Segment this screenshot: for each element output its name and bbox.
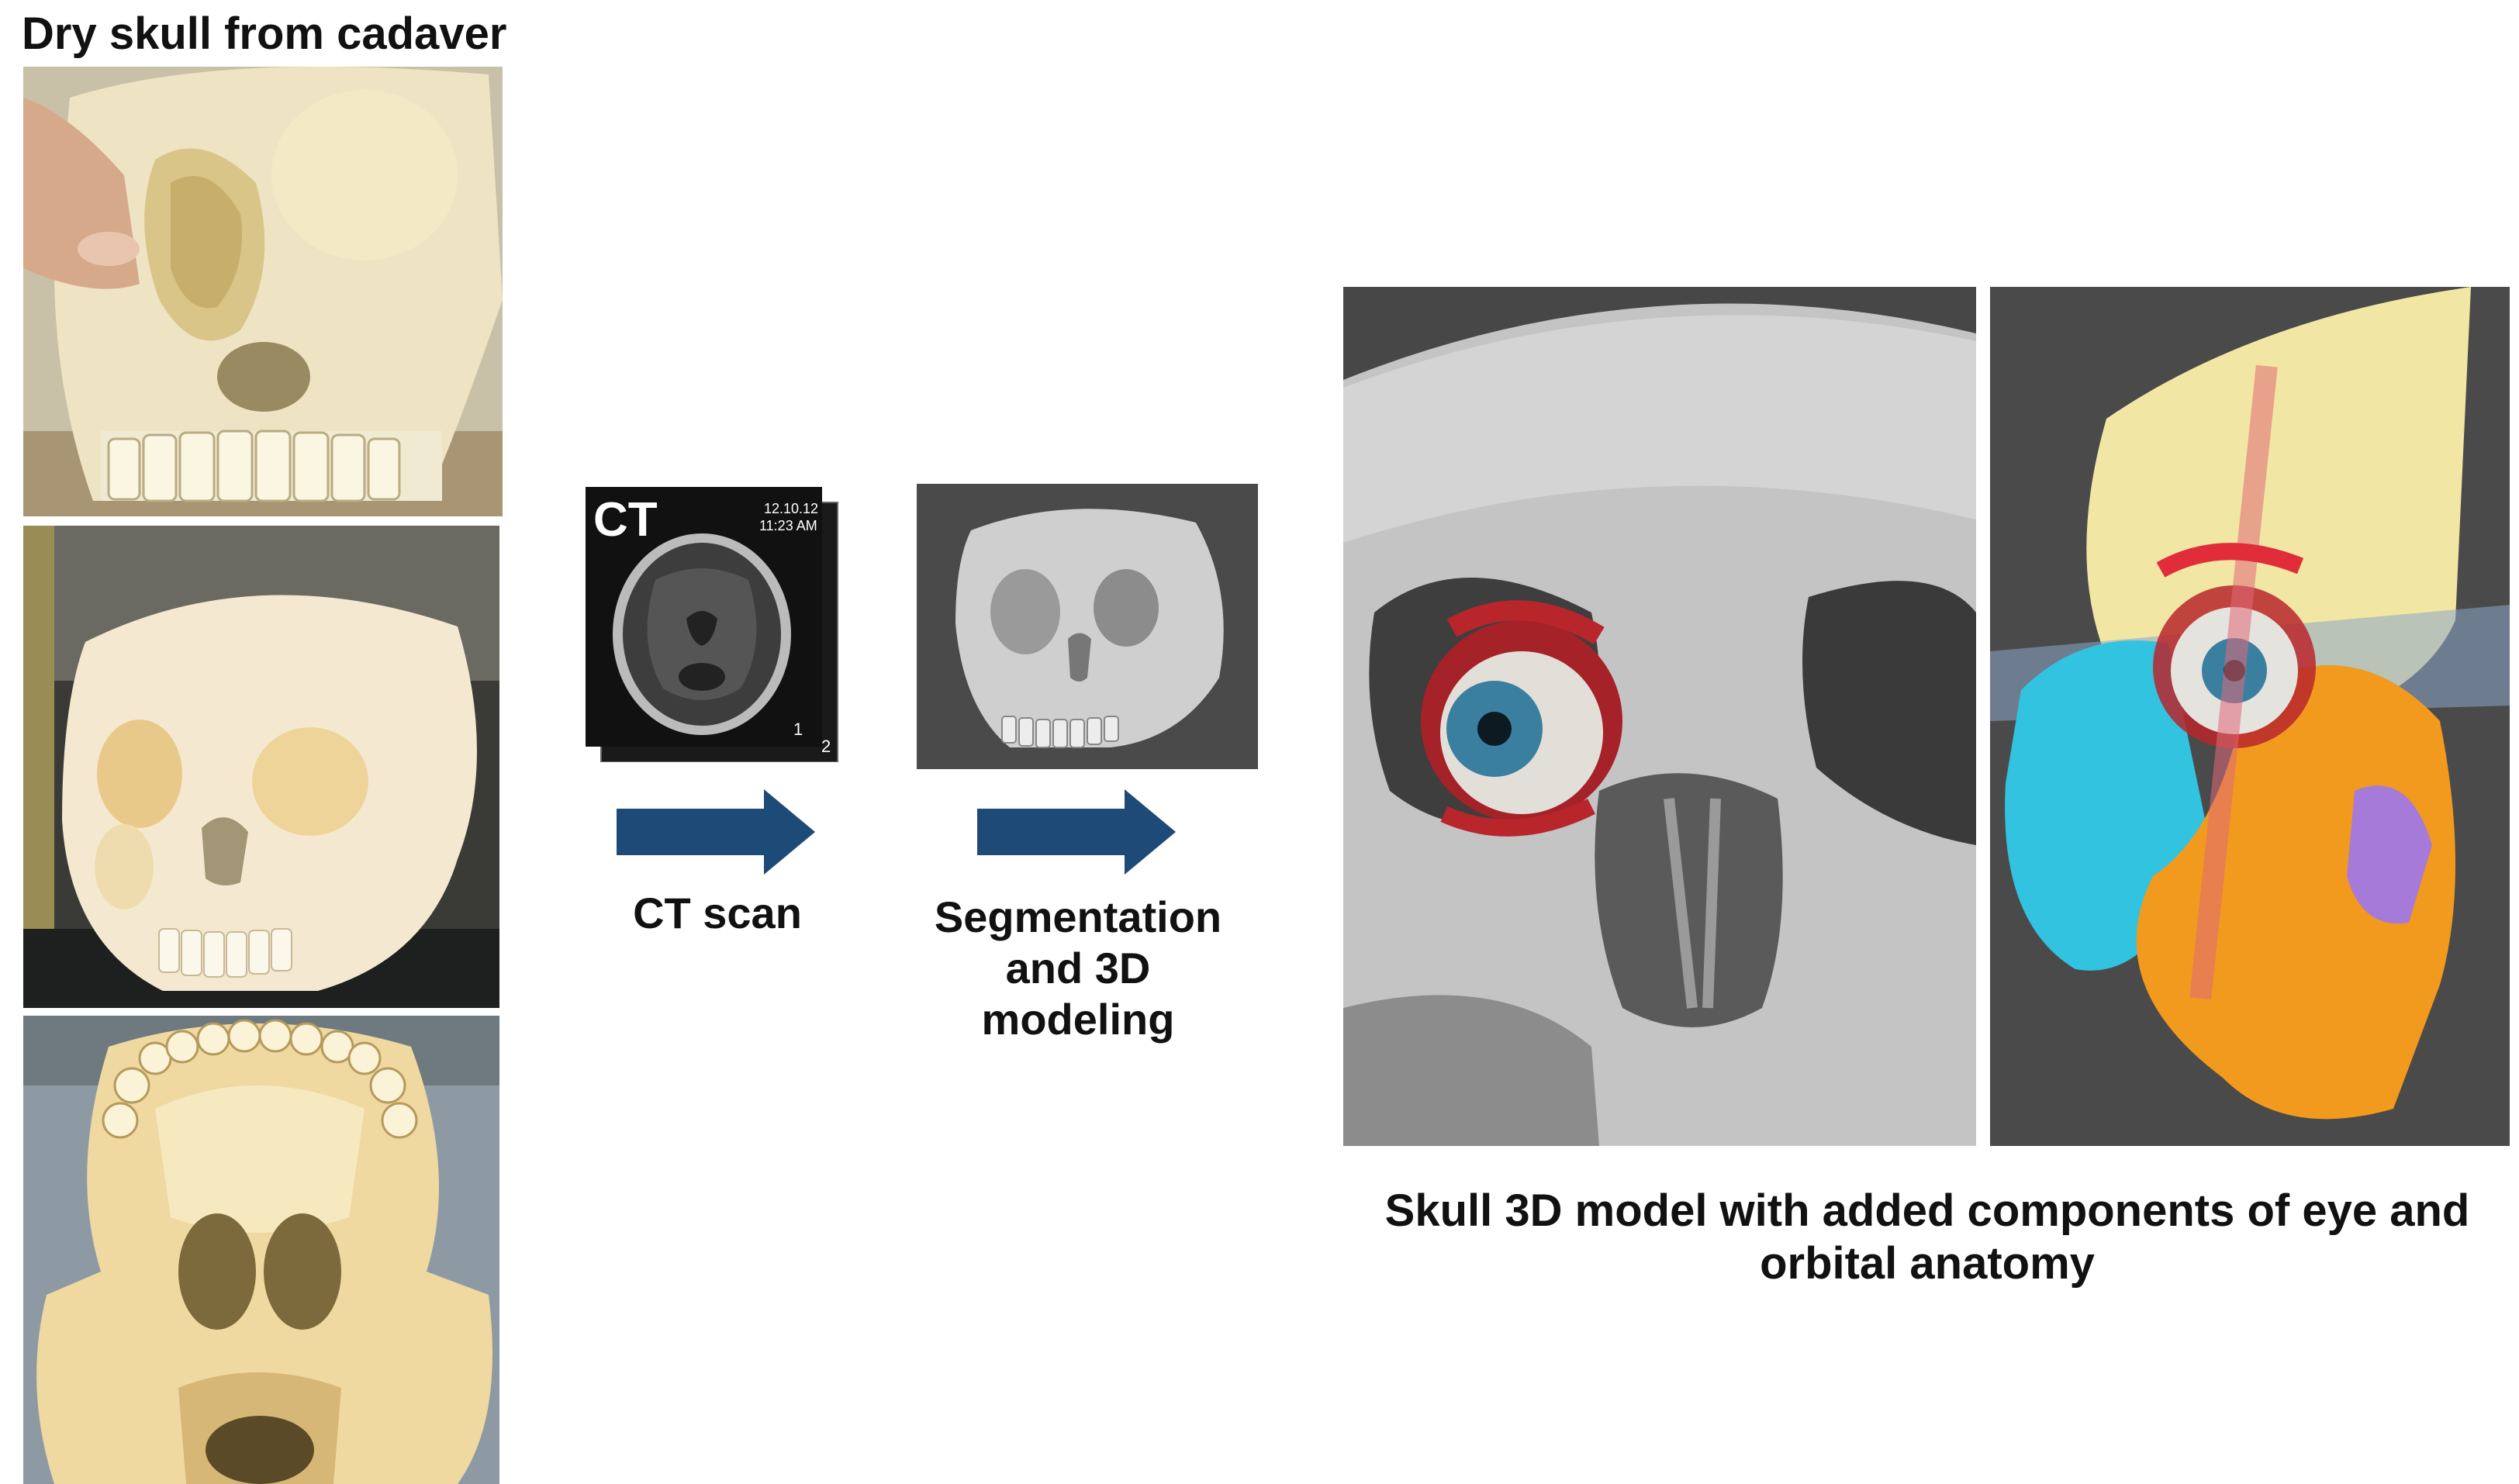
result-caption-line-2: orbital anatomy [1760, 1238, 2095, 1289]
ct-time: 11:23 AM [759, 518, 817, 533]
skull-photo-front [23, 526, 499, 1008]
ct-page-1: 1 [793, 720, 803, 739]
skull-3d-model-image [1343, 287, 1976, 1146]
segmented-skull-image [917, 484, 1258, 769]
step-segmentation-line-3: modeling [981, 995, 1175, 1044]
ct-date: 12.10.12 [764, 501, 819, 516]
step-segmentation-label: Segmentation and 3D modeling [892, 892, 1264, 1045]
arrow-right-icon [977, 789, 1176, 875]
result-caption: Skull 3D model with added components of … [1334, 1185, 2519, 1291]
skull-photo-oblique [23, 67, 503, 516]
column-title: Dry skull from cadaver [22, 9, 507, 59]
orbital-segments-image [1990, 287, 2510, 1146]
ct-scan-image [586, 487, 838, 763]
arrow-right-icon [617, 789, 815, 875]
step-segmentation-line-2: and 3D [1005, 944, 1151, 993]
result-caption-line-1: Skull 3D model with added components of … [1384, 1185, 2470, 1236]
skull-photo-inferior [23, 1016, 499, 1484]
ct-badge: CT [593, 493, 658, 547]
ct-scan-card: CT 12.10.12 11:23 AM 1 2 [586, 487, 841, 763]
ct-page-2: 2 [821, 737, 831, 756]
step-segmentation-line-1: Segmentation [934, 892, 1222, 941]
step-ct-scan-label: CT scan [633, 889, 802, 937]
